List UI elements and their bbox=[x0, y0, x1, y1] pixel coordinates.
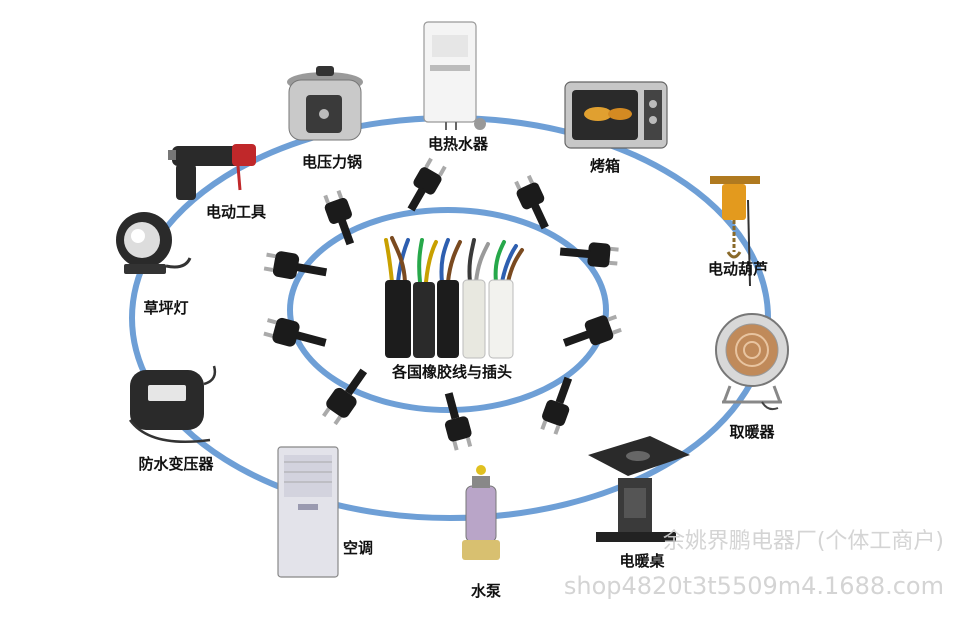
water-heater-icon bbox=[423, 21, 486, 130]
watermark-company: 余姚界鹏电器厂(个体工商户) bbox=[663, 529, 944, 554]
pressure-cooker-icon bbox=[287, 66, 363, 141]
oven-icon bbox=[564, 81, 668, 149]
plug-icon bbox=[444, 392, 473, 451]
plug-icon bbox=[514, 174, 549, 230]
transformer-icon bbox=[128, 365, 217, 444]
plug-icon bbox=[559, 242, 619, 268]
electric-hoist-label: 电动葫芦 bbox=[708, 260, 768, 278]
heater-icon bbox=[715, 313, 789, 411]
power-tool-label: 电动工具 bbox=[206, 203, 266, 221]
heater-label: 取暖器 bbox=[729, 423, 775, 441]
plug-icon bbox=[263, 251, 328, 280]
plug-icon bbox=[540, 376, 573, 435]
water-heater-label: 电热水器 bbox=[428, 135, 489, 153]
plug-icon bbox=[562, 314, 622, 347]
cable-bundle-illustration bbox=[384, 236, 524, 359]
lawn-lamp-label: 草坪灯 bbox=[143, 299, 188, 317]
heating-table-icon bbox=[588, 436, 690, 542]
plug-icon bbox=[322, 368, 368, 426]
plug-icon bbox=[323, 190, 355, 246]
watermark-shop-url: shop4820t3t5509m4.1688.com bbox=[564, 572, 944, 600]
air-conditioner-icon bbox=[277, 446, 339, 578]
plug-icon bbox=[407, 157, 447, 212]
plug-icon bbox=[263, 317, 327, 347]
power-tool-icon bbox=[168, 144, 256, 200]
water-pump-label: 水泵 bbox=[471, 582, 501, 600]
electric-hoist-icon bbox=[710, 176, 760, 287]
air-conditioner-label: 空调 bbox=[343, 539, 373, 557]
inner-ring bbox=[287, 207, 609, 413]
water-pump-icon bbox=[462, 465, 500, 560]
plugs-group bbox=[263, 157, 622, 451]
oven-label: 烤箱 bbox=[590, 157, 620, 175]
pressure-cooker-label: 电压力锅 bbox=[302, 153, 362, 171]
lawn-lamp-icon bbox=[116, 212, 192, 274]
heating-table-label: 电暖桌 bbox=[619, 552, 665, 570]
center-label: 各国橡胶线与插头 bbox=[391, 363, 512, 381]
transformer-label: 防水变压器 bbox=[138, 455, 214, 473]
